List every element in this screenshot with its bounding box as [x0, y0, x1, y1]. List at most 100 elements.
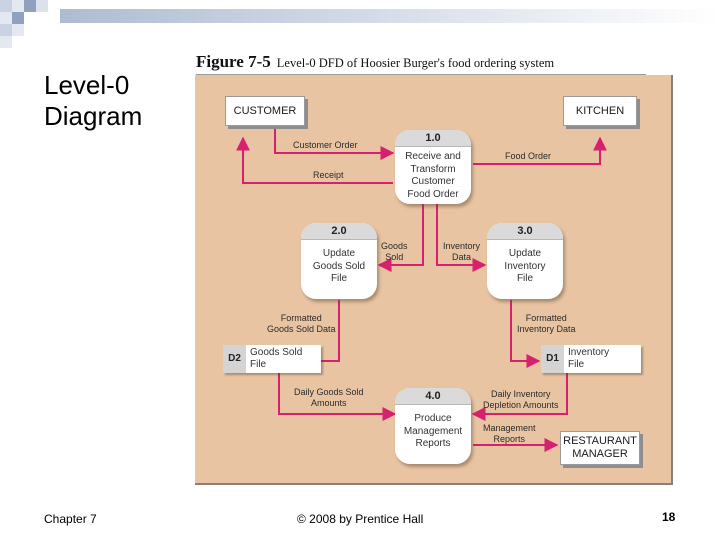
process-2-line: Update — [322, 248, 356, 259]
flow-label-line: Sold — [385, 252, 404, 262]
deco-square — [12, 0, 24, 12]
corner-decoration — [0, 0, 60, 48]
process-1-line: Customer — [411, 176, 455, 187]
goods-sold-arrow — [377, 203, 424, 272]
process-3-text: Update Inventory File — [487, 240, 563, 286]
food-order-arrow — [473, 136, 607, 165]
flow-label-line: Amounts — [311, 398, 347, 408]
daily-inventory-arrow — [471, 373, 568, 421]
process-3-line: Inventory — [504, 260, 546, 272]
process-3: 3.0 Update Inventory File — [487, 223, 563, 299]
entity-restaurant-manager-line: MANAGER — [572, 448, 628, 460]
data-store-d1-id: D1 — [541, 345, 564, 373]
flow-label-line: Reports — [493, 434, 526, 444]
daily-goods-arrow — [278, 373, 397, 421]
flow-label-line: Formatted — [280, 313, 322, 323]
flow-label-management-reports: Management Reports — [483, 423, 536, 445]
process-3-line: File — [516, 273, 534, 284]
process-1-line: Transform — [410, 163, 456, 175]
flow-label-line: Food Order — [505, 151, 552, 161]
flow-label-line: Daily Goods Sold — [294, 387, 364, 397]
process-4-line: Produce — [414, 413, 452, 424]
data-store-d1-line: Inventory — [568, 347, 610, 358]
flow-label-line: Customer Order — [293, 140, 358, 150]
process-1-id: 1.0 — [395, 130, 471, 147]
process-2-line: File — [330, 273, 348, 284]
flow-label-receipt: Receipt — [313, 170, 344, 181]
flow-label-line: Daily Inventory — [491, 389, 551, 399]
process-4-line: Reports — [415, 438, 451, 449]
process-4-text: Produce Management Reports — [395, 405, 471, 451]
process-4-id: 4.0 — [395, 388, 471, 405]
deco-square — [24, 0, 36, 12]
figure-caption-text: Level-0 DFD of Hoosier Burger's food ord… — [276, 56, 555, 70]
data-store-d2-id: D2 — [223, 345, 246, 373]
entity-kitchen: KITCHEN — [563, 96, 637, 126]
flow-label-line: Goods — [381, 241, 408, 251]
flow-label-inventory-data: Inventory Data — [443, 241, 480, 263]
process-4: 4.0 Produce Management Reports — [395, 388, 471, 464]
entity-restaurant-manager-line: RESTAURANT — [563, 435, 637, 447]
process-3-id: 3.0 — [487, 223, 563, 240]
data-store-d2: D2 Goods Sold File — [223, 345, 321, 373]
receipt-arrow — [236, 136, 393, 184]
dfd-diagram: CUSTOMER KITCHEN RESTAURANT MANAGER 1.0 … — [195, 75, 673, 485]
deco-square — [0, 0, 12, 12]
process-1: 1.0 Receive and Transform Customer Food … — [395, 130, 471, 204]
deco-square — [0, 24, 12, 36]
deco-square — [0, 36, 12, 48]
slide-title: Level-0 Diagram — [44, 70, 194, 132]
flow-label-line: Formatted — [525, 313, 567, 323]
flow-label-line: Inventory Data — [517, 324, 576, 334]
flow-label-line: Inventory — [443, 241, 481, 251]
page-number: 18 — [662, 510, 676, 524]
inventory-data-arrow — [436, 203, 487, 272]
flow-label-line: Goods Sold Data — [267, 324, 336, 334]
slide-title-line: Diagram — [44, 101, 143, 131]
data-store-d1-name: Inventory File — [564, 345, 609, 373]
deco-square — [12, 24, 24, 36]
deco-square — [36, 0, 48, 12]
flow-label-customer-order: Customer Order — [293, 140, 358, 151]
data-store-d2-line: Goods Sold — [250, 347, 303, 358]
flow-label-formatted-goods: Formatted Goods Sold Data — [267, 313, 336, 335]
header-band — [60, 9, 720, 23]
flow-label-line: Management — [483, 423, 536, 433]
footer-chapter: Chapter 7 — [44, 512, 97, 526]
caption-rule — [196, 74, 646, 75]
deco-square — [24, 12, 36, 24]
flow-label-line: Receipt — [313, 170, 344, 180]
process-3-line: Update — [508, 248, 542, 259]
deco-square — [12, 12, 24, 24]
customer-order-arrow — [274, 128, 395, 160]
process-4-line: Management — [403, 425, 463, 437]
data-store-d1-line: File — [568, 359, 585, 370]
entity-restaurant-manager: RESTAURANT MANAGER — [560, 431, 640, 465]
process-2-id: 2.0 — [301, 223, 377, 240]
figure-caption: Figure 7-5 Level-0 DFD of Hoosier Burger'… — [196, 52, 554, 72]
footer-copyright: © 2008 by Prentice Hall — [297, 512, 424, 526]
process-2: 2.0 Update Goods Sold File — [301, 223, 377, 299]
process-2-text: Update Goods Sold File — [301, 240, 377, 286]
process-1-text: Receive and Transform Customer Food Orde… — [395, 147, 471, 201]
flow-arrows — [236, 128, 607, 452]
process-2-line: Goods Sold — [312, 260, 366, 272]
figure-number: Figure 7-5 — [196, 52, 271, 71]
flow-label-formatted-inventory: Formatted Inventory Data — [517, 313, 576, 335]
process-1-line: Receive and — [405, 151, 461, 162]
data-store-d2-name: Goods Sold File — [246, 345, 302, 373]
data-store-d1: D1 Inventory File — [541, 345, 641, 373]
flow-label-line: Data — [452, 252, 472, 262]
flow-label-daily-goods: Daily Goods Sold Amounts — [294, 387, 364, 409]
entity-customer-label: CUSTOMER — [233, 105, 297, 117]
entity-customer: CUSTOMER — [225, 96, 305, 126]
slide-title-line: Level-0 — [44, 70, 130, 100]
flow-label-daily-inventory: Daily Inventory Depletion Amounts — [483, 389, 559, 411]
entity-kitchen-label: KITCHEN — [575, 105, 625, 117]
process-1-line: Food Order — [407, 188, 459, 200]
deco-square — [0, 12, 12, 24]
flow-label-food-order: Food Order — [505, 151, 551, 162]
formatted-inventory-arrow — [510, 300, 541, 368]
flow-label-line: Depletion Amounts — [483, 400, 559, 410]
data-store-d2-line: File — [250, 359, 267, 370]
